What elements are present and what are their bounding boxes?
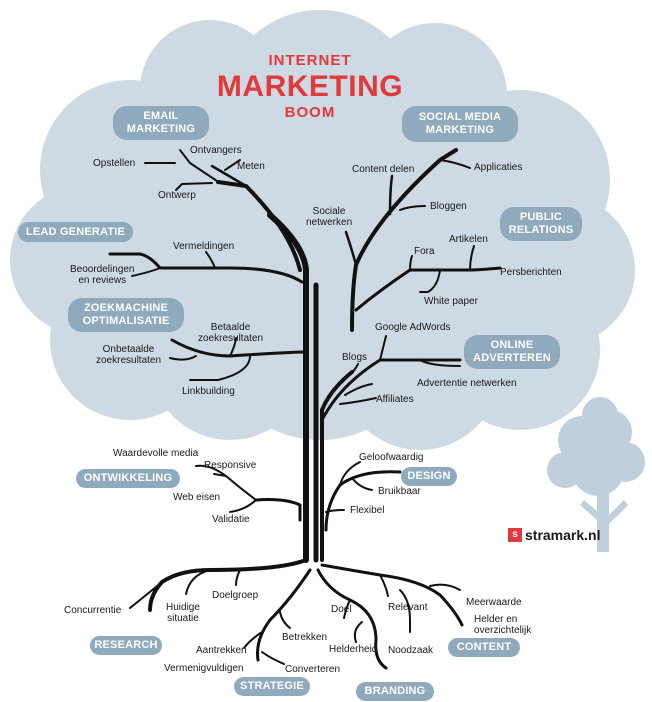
root-meerwaarde: Meerwaarde — [466, 597, 522, 608]
root-doelgroep: Doelgroep — [212, 590, 259, 601]
leaf-vermeldingen: Vermeldingen — [173, 241, 235, 252]
leaf-persberichten: Persberichten — [500, 267, 562, 278]
root-huidige-situatie: Huidige situatie — [166, 602, 200, 624]
title-line-2: MARKETING — [216, 70, 404, 103]
category-branding: BRANDING — [356, 682, 434, 701]
category-ontwikkeling: ONTWIKKELING — [76, 469, 180, 488]
small-tree-icon — [547, 397, 645, 552]
root-waardevolle-media: Waardevolle media — [113, 448, 199, 459]
root-geloofwaardig: Geloofwaardig — [359, 452, 424, 463]
leaf-opstellen: Opstellen — [93, 158, 136, 169]
category-zoekmachine-optimalisatie: ZOEKMACHINE OPTIMALISATIE — [68, 298, 184, 332]
category-lead-generatie: LEAD GENERATIE — [18, 222, 133, 242]
root-vermenigvuldigen: Vermenigvuldigen — [164, 663, 244, 674]
leaf-linkbuilding: Linkbuilding — [182, 386, 235, 397]
leaf-applicaties: Applicaties — [474, 162, 523, 173]
category-public-relations: PUBLIC RELATIONS — [500, 207, 582, 241]
root-aantrekken: Aantrekken — [196, 645, 247, 656]
category-content: CONTENT — [448, 638, 520, 657]
leaf-meten: Meten — [237, 161, 265, 172]
category-research: RESEARCH — [90, 636, 162, 655]
root-noodzaak: Noodzaak — [388, 645, 434, 656]
leaf-blogs: Blogs — [342, 352, 368, 363]
root-helderheid: Helderheid — [329, 644, 378, 655]
root-responsive: Responsive — [204, 460, 257, 471]
root-web-eisen: Web eisen — [173, 492, 221, 503]
leaf-advertentie-netwerken: Advertentie netwerken — [417, 378, 517, 389]
leaf-ontvangers: Ontvangers — [190, 145, 242, 156]
category-email-marketing: EMAIL MARKETING — [113, 106, 209, 140]
s-logo-icon: s — [508, 528, 522, 542]
leaf-fora: Fora — [414, 246, 435, 257]
leaf-affiliates: Affiliates — [376, 394, 414, 405]
brand-name: stramark.nl — [525, 527, 601, 543]
trunk-and-branches — [108, 148, 502, 563]
category-strategie: STRATEGIE — [234, 677, 310, 696]
root-relevant: Relevant — [388, 602, 428, 613]
root-concurrentie: Concurrentie — [64, 605, 122, 616]
leaf-betaalde-zoekresultaten: Betaalde zoekresultaten — [198, 322, 264, 344]
root-betrekken: Betrekken — [282, 632, 328, 643]
leaf-onbetaalde-zoekresultaten: Onbetaalde zoekresultaten — [96, 344, 162, 366]
leaf-content-delen: Content delen — [352, 164, 415, 175]
category-online-adverteren: ONLINE ADVERTEREN — [464, 335, 560, 369]
root-validatie: Validatie — [212, 514, 250, 525]
leaf-white-paper: White paper — [424, 296, 478, 307]
leaf-artikelen: Artikelen — [449, 234, 488, 245]
category-social-media-marketing: SOCIAL MEDIA MARKETING — [402, 106, 518, 142]
leaf-beoordelingen-en-reviews: Beoordelingen en reviews — [70, 264, 135, 286]
leaf-ontwerp: Ontwerp — [158, 190, 196, 201]
root-converteren: Converteren — [285, 664, 341, 675]
title-line-3: BOOM — [284, 104, 336, 121]
brand-logo: s stramark.nl — [508, 527, 600, 543]
root-doel: Doel — [331, 604, 352, 615]
root-flexibel: Flexibel — [350, 505, 385, 516]
leaf-sociale-netwerken: Sociale netwerken — [306, 206, 353, 228]
title-line-1: INTERNET — [268, 52, 352, 69]
leaf-google-adwords: Google AdWords — [375, 322, 451, 333]
root-bruikbaar: Bruikbaar — [378, 486, 421, 497]
leaf-bloggen: Bloggen — [430, 201, 467, 212]
roots — [129, 461, 464, 670]
root-helder-en-overzichtelijk: Helder en overzichtelijk — [474, 614, 532, 636]
category-design: DESIGN — [401, 467, 457, 486]
